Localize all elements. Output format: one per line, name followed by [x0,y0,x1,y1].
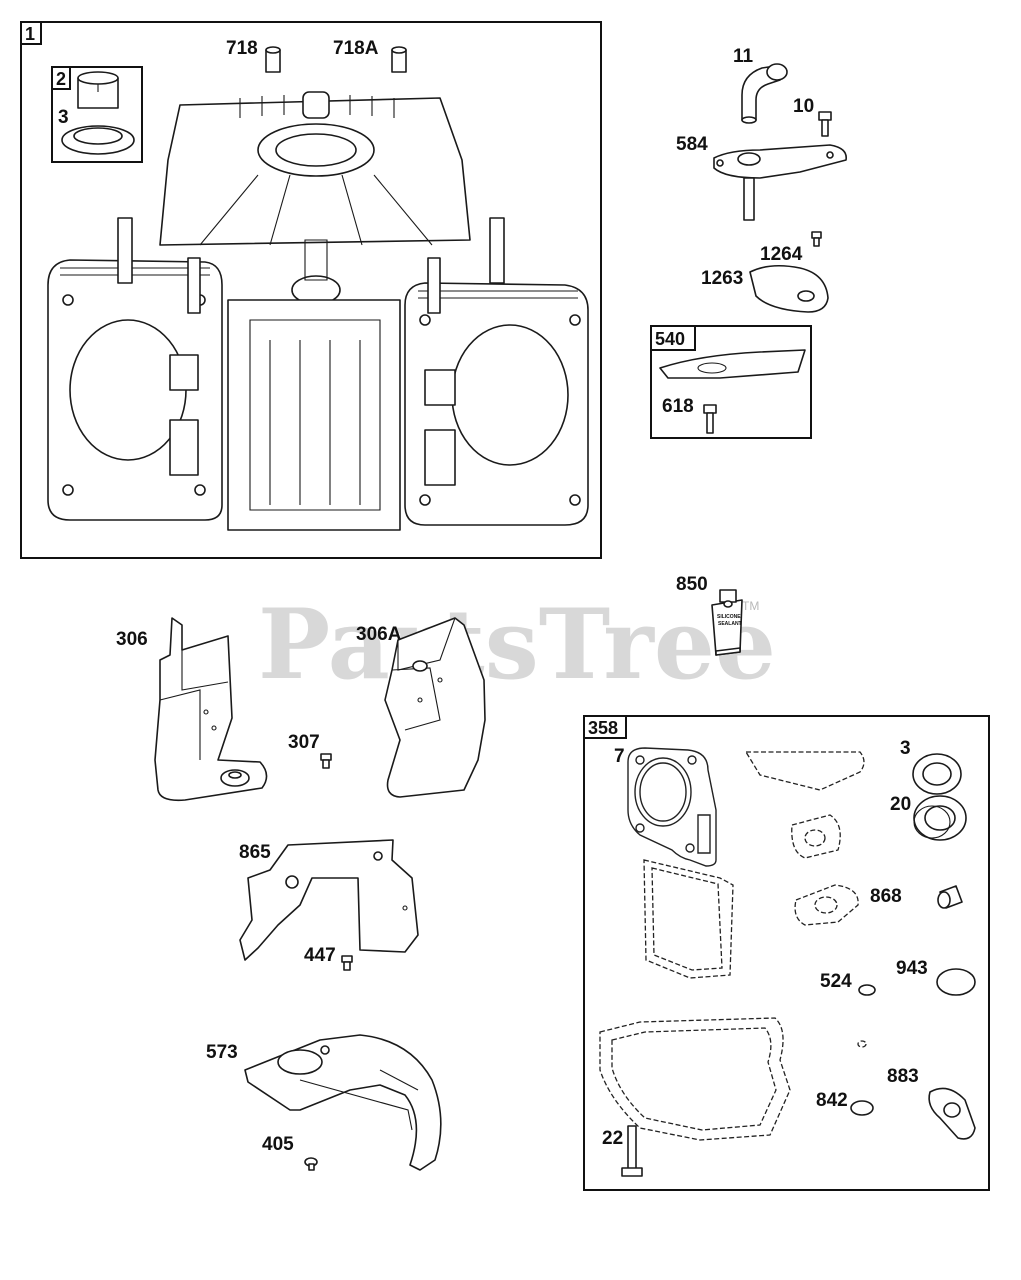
callout-868: 868 [870,886,902,907]
watermark-trademark: TM [742,599,759,613]
box-1-engine-block: 1 2 3 718 718A [20,21,602,559]
screw-447 [341,955,353,971]
callout-306A: 306A [356,624,402,645]
tube-label-line2: SEALANT [718,621,742,627]
callout-3-top: 3 [58,107,69,128]
cylinder-shroud-306 [154,617,268,802]
oil-seal-20 [913,795,967,841]
cylinder-shroud-306A [384,617,486,798]
watermark: PartsTree [258,588,776,701]
o-ring-943 [936,968,976,996]
box-tag-1: 1 [25,24,35,44]
bolt-22 [621,1125,643,1177]
box-tag-358: 358 [588,718,618,738]
breather-plate-584 [713,144,847,221]
callout-11: 11 [733,46,754,67]
plate-1263 [749,264,829,313]
callout-10: 10 [793,96,814,117]
engine-block [47,91,589,531]
callout-573: 573 [206,1042,238,1063]
callout-718A: 718A [333,38,379,59]
screw-405 [304,1157,318,1171]
box-358-gasket-set: 358 7 3 20 [583,715,990,1191]
tube-label-line1: SILICONE [717,614,741,620]
callout-618: 618 [662,396,694,417]
callout-405: 405 [262,1134,294,1155]
flywheel-shroud-573 [244,1034,442,1171]
oil-seal-3 [912,753,962,795]
callout-718: 718 [226,38,258,59]
callout-447: 447 [304,945,336,966]
callout-306: 306 [116,629,148,650]
callout-842: 842 [816,1090,848,1111]
callout-307: 307 [288,732,320,753]
intake-gasket-lower [794,884,859,926]
callout-7: 7 [614,746,625,767]
box-540-breather-kit: 540 618 [650,325,812,439]
screw-1264 [811,231,822,247]
callout-943: 943 [896,958,928,979]
sealant-tube-850: SILICONE SEALANT [711,589,743,656]
baffle-865 [239,839,419,961]
o-ring-524 [858,984,876,996]
callout-20: 20 [890,794,911,815]
callout-22: 22 [602,1128,623,1149]
screw-10 [818,111,832,137]
callout-524: 524 [820,971,852,992]
intake-gasket-upper [791,814,841,859]
head-gasket-7 [627,747,717,867]
callout-1263: 1263 [701,268,743,289]
breather-tube-11 [741,63,788,124]
box-tag-2: 2 [56,69,66,89]
gasket-540 [659,349,806,379]
box-2-bushing-seal: 2 [51,66,143,163]
valve-cover-gasket [744,751,865,791]
o-ring-842 [850,1100,874,1116]
screw-307 [320,753,332,769]
callout-3-kit: 3 [900,738,911,759]
exhaust-gasket-883 [928,1087,976,1140]
callout-1264: 1264 [760,244,803,265]
callout-584: 584 [676,134,708,155]
box-tag-540: 540 [655,329,685,349]
rocker-cover-gasket [643,859,734,979]
valve-seal-868 [937,885,963,909]
callout-883: 883 [887,1066,919,1087]
screw-618 [703,404,717,434]
callout-850: 850 [676,574,708,595]
crankcase-gasket [599,1017,791,1141]
callout-865: 865 [239,842,271,863]
